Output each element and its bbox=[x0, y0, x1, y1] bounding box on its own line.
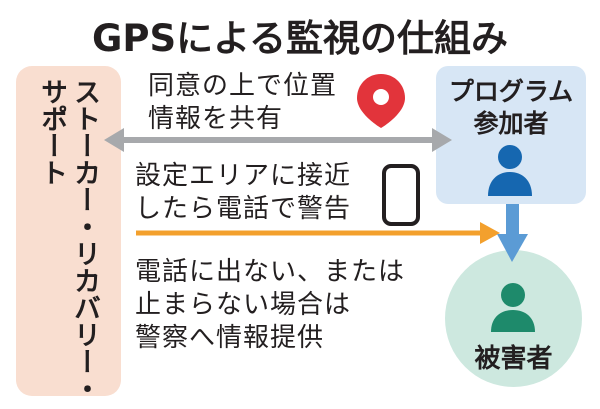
participant-label: プログラム 参加者 bbox=[436, 76, 586, 140]
participant-label-line1: プログラム bbox=[448, 77, 574, 106]
support-label-line1: ストーカー・リカバリー・ bbox=[69, 78, 100, 402]
report-line2: 止まらない場合は bbox=[135, 290, 352, 320]
participant-person-icon bbox=[488, 145, 532, 196]
alert-line1: 設定エリアに接近 bbox=[135, 161, 352, 191]
location-share-line2: 情報を共有 bbox=[148, 104, 284, 134]
victim-person-icon bbox=[491, 283, 535, 332]
alert-arrow bbox=[136, 222, 500, 244]
location-share-line1: 同意の上で位置 bbox=[148, 71, 338, 101]
report-line3: 警察へ情報提供 bbox=[135, 323, 325, 353]
participant-label-line2: 参加者 bbox=[473, 109, 549, 138]
smartphone-icon bbox=[382, 164, 420, 226]
report-line1: 電話に出ない、または bbox=[135, 257, 406, 287]
diagram-title: GPSによる監視の仕組み bbox=[91, 17, 509, 60]
share-double-arrow bbox=[104, 128, 452, 152]
participant-to-victim-arrow bbox=[497, 204, 528, 262]
victim-circle: 被害者 bbox=[445, 250, 582, 387]
alert-text: 設定エリアに接近 したら電話で警告 bbox=[135, 160, 351, 226]
report-text: 電話に出ない、または 止まらない場合は 警察へ情報提供 bbox=[135, 256, 405, 355]
victim-label: 被害者 bbox=[474, 344, 553, 374]
support-panel: ストーカー・リカバリー・ サポート bbox=[16, 66, 121, 402]
alert-line2: したら電話で警告 bbox=[135, 194, 352, 224]
location-share-text: 同意の上で位置 情報を共有 bbox=[148, 70, 337, 136]
location-pin-icon bbox=[357, 74, 405, 128]
support-label-line2: サポート bbox=[36, 78, 67, 186]
